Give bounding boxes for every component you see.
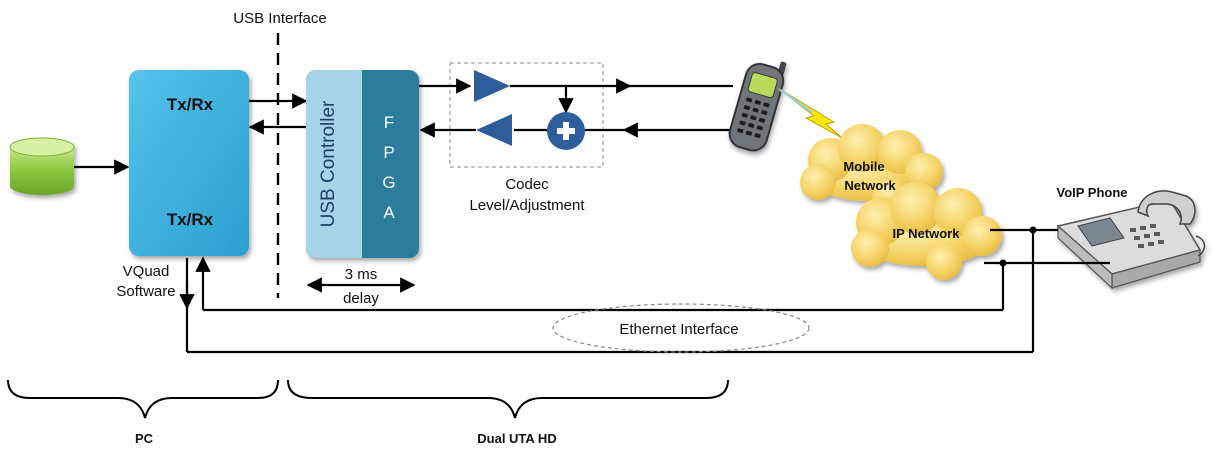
usb-fpga-block <box>306 70 419 258</box>
plus-icon <box>547 112 585 150</box>
fpga-letter-f: F <box>384 113 394 132</box>
vquad-label-line2: Software <box>116 283 175 300</box>
usb-interface-label: USB Interface <box>233 10 326 27</box>
mobile-network-label-line1: Mobile <box>843 159 884 174</box>
tx-rx-top-label: Tx/Rx <box>167 95 214 114</box>
ip-network-cloud <box>851 182 1002 280</box>
tx-rx-bottom-label: Tx/Rx <box>167 210 214 229</box>
codec-label-line1: Codec <box>505 176 549 193</box>
pc-txrx-box <box>129 70 249 256</box>
dual-uta-label: Dual UTA HD <box>477 431 556 446</box>
mobile-phone-icon <box>728 61 787 152</box>
pc-label: PC <box>135 431 154 446</box>
mobile-network-label-line2: Network <box>844 178 896 193</box>
ethernet-interface-ellipse <box>552 303 810 353</box>
amp-forward-icon <box>474 70 510 102</box>
database-icon <box>9 137 75 195</box>
fpga-letter-a: A <box>383 203 395 222</box>
fpga-letter-g: G <box>382 173 395 192</box>
usb-controller-label: USB Controller <box>318 100 339 227</box>
signal-beam <box>779 89 813 113</box>
voip-phone-label: VoIP Phone <box>1056 185 1127 200</box>
fpga-letter-p: P <box>383 143 394 162</box>
desk-phone-icon <box>1056 190 1206 290</box>
codec-box <box>449 62 604 168</box>
delay-label-line1: 3 ms <box>345 266 378 283</box>
dual-uta-brace <box>287 379 729 419</box>
pc-brace <box>7 379 279 419</box>
ip-network-label: IP Network <box>893 226 961 241</box>
codec-label-line2: Level/Adjustment <box>469 197 585 214</box>
ethernet-label-bg <box>596 318 766 340</box>
vquad-label-line1: VQuad <box>123 263 170 280</box>
delay-label-line2: delay <box>343 290 379 307</box>
amp-return-icon <box>476 114 512 146</box>
ethernet-interface-label: Ethernet Interface <box>619 321 738 338</box>
